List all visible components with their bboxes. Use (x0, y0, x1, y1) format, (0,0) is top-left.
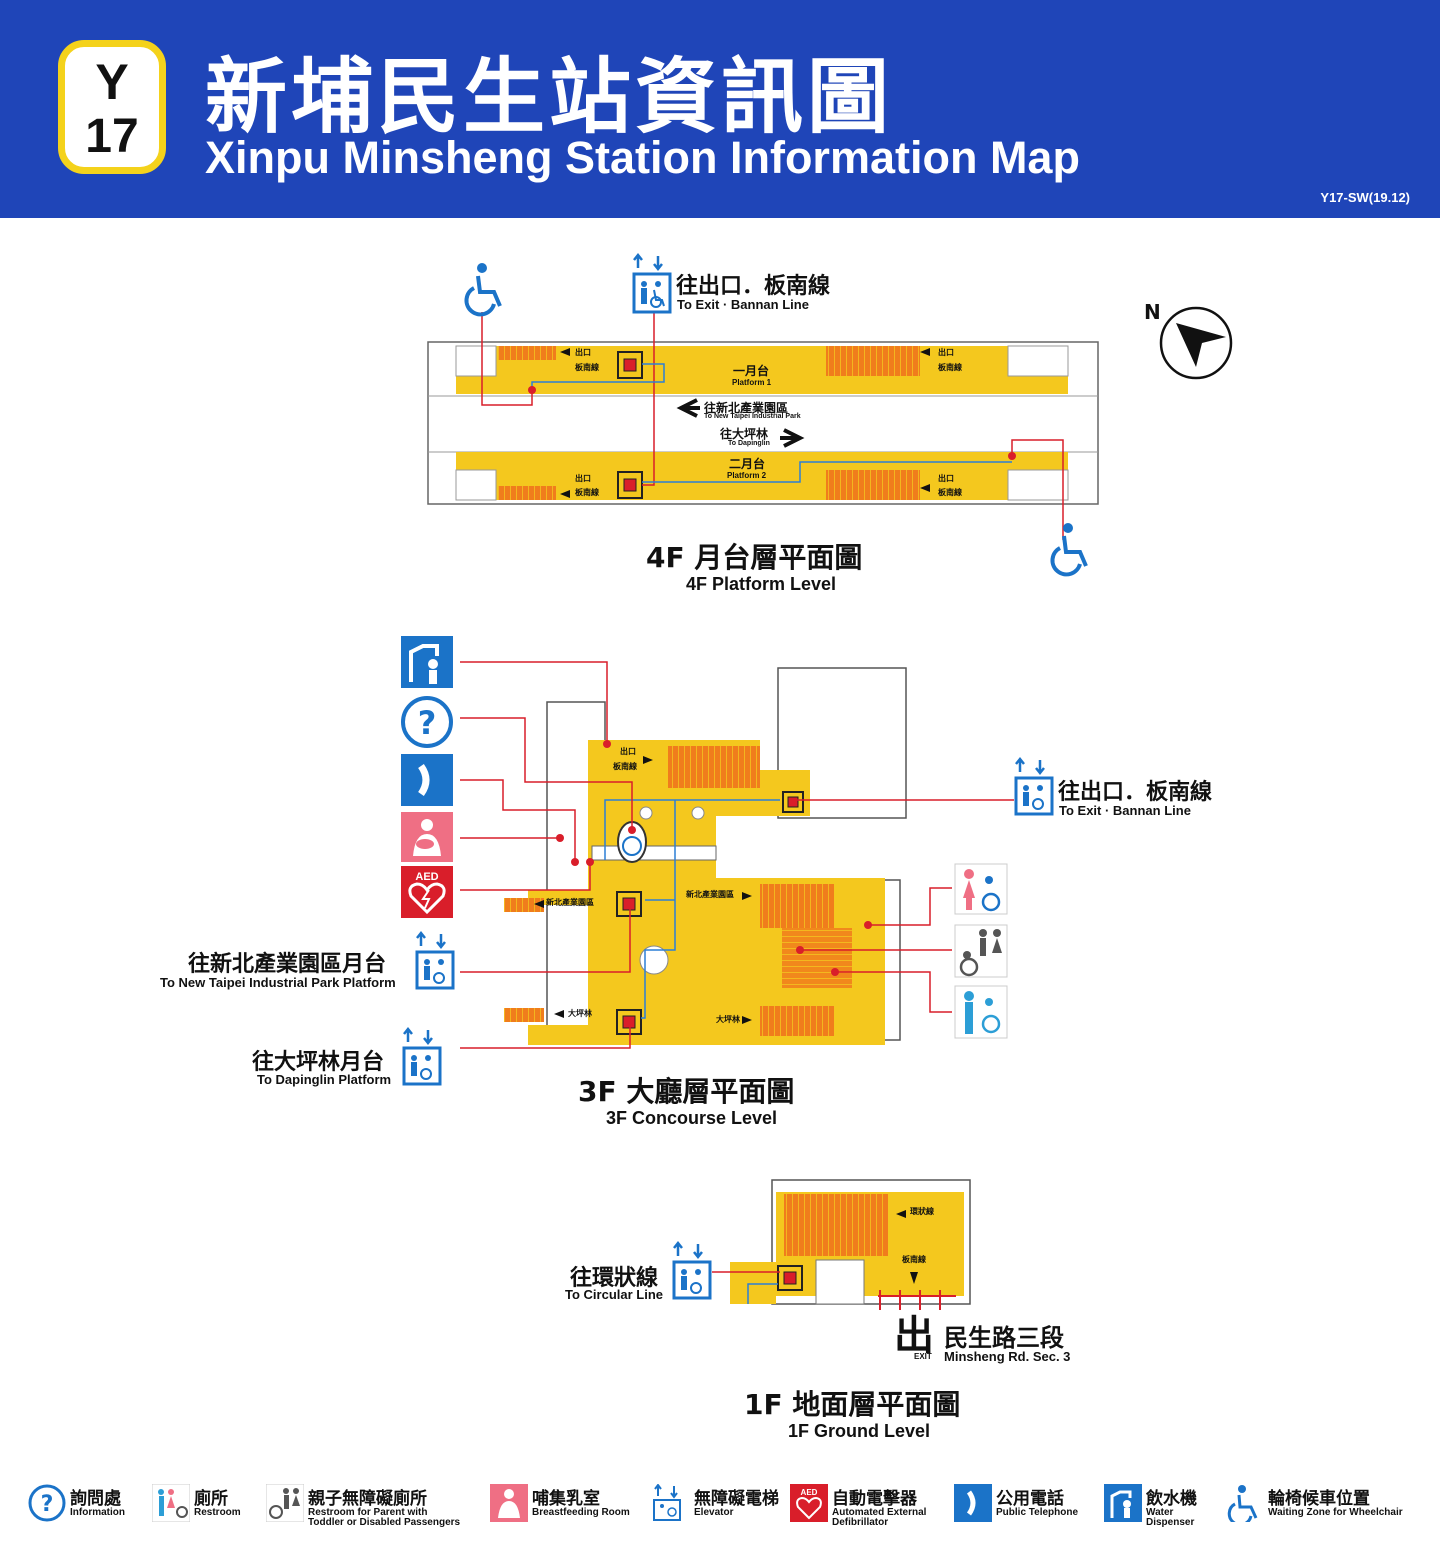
bannan-small-label: 板南線 (938, 488, 962, 497)
bannan-small-label: 板南線 (613, 762, 637, 771)
escalator (504, 898, 544, 912)
water-dispenser-icon (401, 636, 453, 688)
information-icon: ? (28, 1484, 66, 1522)
exit-label-zh: 往出口．板南線 (676, 274, 831, 299)
breastfeeding-icon (490, 1484, 528, 1522)
floor-3f-subtitle: 3F Concourse Level (606, 1108, 778, 1128)
floor-4f-title: 4F 月台層平面圖 (646, 541, 863, 574)
restroom-icon (152, 1484, 190, 1522)
svg-text:?: ? (418, 704, 437, 742)
station-badge: Y 17 (58, 40, 166, 174)
ntip-small-label: 新北產業園區 (686, 890, 734, 899)
header-banner: Y 17 新埔民生站資訊圖 Xinpu Minsheng Station Inf… (0, 0, 1440, 218)
exit-small-label: 出口 (938, 348, 954, 357)
exit-mark-en: EXIT (914, 1352, 932, 1361)
exit-label-zh: 往出口．板南線 (1058, 780, 1213, 805)
floor-3f-plan (460, 661, 1014, 1049)
direction-ntip: 往新北產業園區 (704, 401, 789, 415)
platform-2-label: 二月台 (729, 457, 766, 471)
floor-3f-title: 3F 大廳層平面圖 (578, 1075, 795, 1108)
platform-2 (456, 452, 1068, 500)
female-accessible-restroom-icon (954, 863, 1008, 915)
elevator-icon (402, 1026, 442, 1086)
escalator (498, 486, 556, 500)
bannan-small-label: 板南線 (938, 363, 962, 372)
escalator (668, 746, 760, 788)
dapinglin-small-label: 大坪林 (716, 1015, 740, 1024)
elevator-icon (1014, 756, 1054, 816)
exit-label-en: To Exit · Bannan Line (1059, 803, 1191, 818)
male-accessible-restroom-icon (954, 985, 1008, 1039)
exit-small-label: 出口 (620, 747, 636, 756)
dapinglin-platform-label: 往大坪林月台 (252, 1050, 385, 1075)
dapinglin-platform-en: To Dapinglin Platform (257, 1072, 392, 1087)
floor-1f-plan (712, 1179, 971, 1310)
telephone-icon (401, 754, 453, 806)
exit-mark-icon: 出 (894, 1313, 934, 1359)
family-restroom-icon (954, 924, 1008, 978)
circular-line-label: 往環狀線 (570, 1266, 659, 1291)
platform-2-en: Platform 2 (727, 471, 767, 480)
breastfeeding-icon (401, 812, 453, 862)
direction-dapinglin-en: To Dapinglin (728, 440, 770, 447)
escalator (826, 470, 920, 500)
ntip-platform-label: 往新北產業園區月台 (188, 952, 387, 977)
direction-ntip-en: To New Taipei Industrial Park (704, 413, 801, 420)
circular-small-label: 環狀線 (910, 1207, 934, 1216)
exit-road-label: 民生路三段 (944, 1324, 1064, 1352)
bannan-small-label: 板南線 (575, 363, 599, 372)
map-code: Y17-SW(19.12) (1320, 190, 1410, 205)
telephone-icon (954, 1484, 992, 1522)
elevator-icon (653, 1484, 681, 1521)
page-title-zh: 新埔民生站資訊圖 (205, 50, 894, 145)
exit-small-label: 出口 (938, 474, 954, 483)
wheelchair-icon (464, 263, 502, 317)
elevator-icon (415, 930, 455, 990)
compass-icon (1159, 306, 1233, 380)
wheelchair-icon (1050, 523, 1088, 577)
exit-road-en: Minsheng Rd. Sec. 3 (944, 1349, 1071, 1364)
escalator (784, 1194, 888, 1256)
aed-icon: AED (401, 866, 453, 918)
legend: ? 詢問處 Information 廁所 Restroom 親子無障礙廁所 Re… (28, 1480, 1418, 1530)
floor-4f-plan (427, 312, 1099, 540)
escalator (760, 884, 834, 928)
floor-4f-subtitle: 4F Platform Level (686, 574, 837, 594)
svg-text:?: ? (41, 1492, 54, 1517)
ntip-platform-en: To New Taipei Industrial Park Platform (160, 975, 396, 990)
wheelchair-icon (1227, 1485, 1258, 1522)
svg-text:AED: AED (801, 1488, 818, 1497)
floor-1f-title: 1F 地面層平面圖 (744, 1388, 961, 1421)
direction-dapinglin: 往大坪林 (720, 427, 769, 441)
aed-icon: AED (790, 1484, 828, 1522)
exit-small-label: 出口 (575, 474, 591, 483)
exit-label-en: To Exit · Bannan Line (677, 297, 809, 312)
water-dispenser-icon (1104, 1484, 1142, 1522)
escalator (498, 346, 556, 360)
compass-north: N (1144, 300, 1161, 324)
information-icon: ? (401, 696, 453, 748)
escalator (504, 1008, 544, 1022)
station-number: 17 (85, 110, 139, 163)
page-title-en: Xinpu Minsheng Station Information Map (205, 132, 1080, 183)
elevator-icon (632, 252, 672, 314)
escalator (826, 346, 920, 376)
bannan-small-label: 板南線 (575, 488, 599, 497)
exit-small-label: 出口 (575, 348, 591, 357)
line-letter: Y (95, 54, 129, 110)
bannan-small-label: 板南線 (902, 1255, 926, 1264)
elevator-icon (672, 1240, 712, 1300)
station-map: ? AED (401, 252, 1233, 1310)
ntip-small-label: 新北產業園區 (546, 898, 594, 907)
dapinglin-small-label: 大坪林 (568, 1009, 592, 1018)
platform-1-en: Platform 1 (732, 378, 772, 387)
circular-line-en: To Circular Line (565, 1287, 663, 1302)
escalator (760, 1006, 834, 1036)
floor-1f-subtitle: 1F Ground Level (788, 1421, 931, 1441)
platform-1 (456, 346, 1068, 394)
family-restroom-icon (266, 1484, 304, 1522)
aed-text: AED (415, 871, 438, 883)
platform-1-label: 一月台 (733, 364, 770, 378)
